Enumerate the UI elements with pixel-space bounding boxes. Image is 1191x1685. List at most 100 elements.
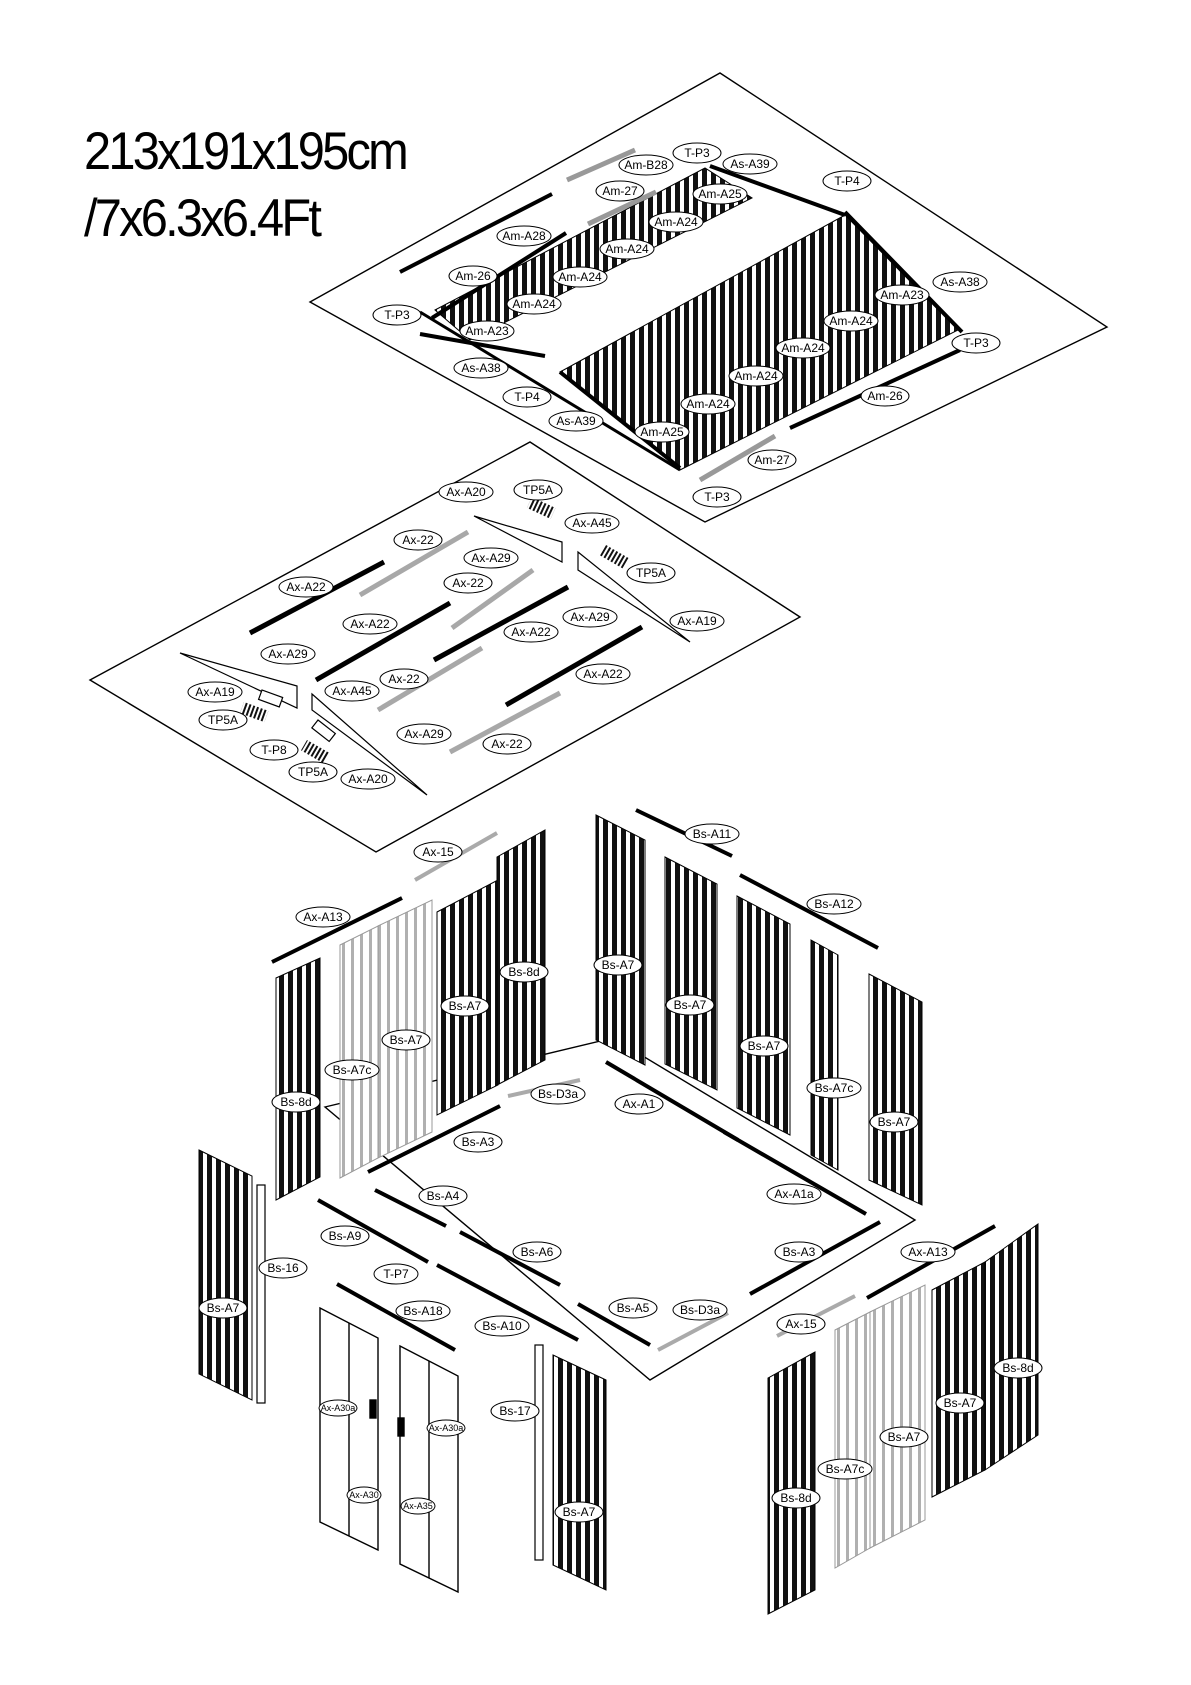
label-bubble: Ax-A29 — [396, 723, 452, 745]
svg-text:Am-A23: Am-A23 — [465, 324, 509, 338]
label-bubble: TP5A — [198, 709, 248, 731]
label-bubble: Am-A28 — [496, 225, 552, 247]
label-bubble: Am-A24 — [506, 293, 562, 315]
svg-text:Bs-A7: Bs-A7 — [674, 998, 707, 1012]
svg-text:Bs-A9: Bs-A9 — [329, 1229, 362, 1243]
svg-text:Bs-A3: Bs-A3 — [783, 1245, 816, 1259]
svg-text:Ax-A22: Ax-A22 — [350, 617, 390, 631]
svg-text:Bs-D3a: Bs-D3a — [538, 1087, 578, 1101]
label-bubble: Ax-A45 — [564, 512, 620, 534]
label-bubble: TP5A — [513, 479, 563, 501]
label-bubble: Bs-D3a — [530, 1083, 586, 1105]
label-bubble: Ax-A13 — [295, 906, 351, 928]
svg-text:Ax-A13: Ax-A13 — [303, 910, 343, 924]
svg-text:Ax-A1a: Ax-A1a — [774, 1187, 814, 1201]
svg-text:Am-A24: Am-A24 — [781, 341, 825, 355]
label-bubble: Ax-22 — [443, 572, 493, 594]
label-bubble: Ax-A22 — [503, 621, 559, 643]
frame-board-outline — [88, 441, 802, 853]
svg-text:Ax-A45: Ax-A45 — [332, 684, 372, 698]
label-bubble: Bs-A7 — [665, 994, 715, 1016]
label-bubble: Ax-A22 — [575, 663, 631, 685]
svg-text:Bs-D3a: Bs-D3a — [680, 1303, 720, 1317]
svg-text:Bs-A7: Bs-A7 — [390, 1033, 423, 1047]
walls-section: Bs-A11 Ax-15 Bs-A12 Ax-A13 Bs-8d Bs-A7 B… — [198, 808, 1043, 1615]
roof-trims-grey — [565, 147, 777, 483]
label-bubble: Am-A24 — [775, 337, 831, 359]
svg-text:Am-A28: Am-A28 — [502, 229, 546, 243]
label-bubble: Bs-A7 — [739, 1035, 789, 1057]
svg-text:Ax-A45: Ax-A45 — [572, 516, 612, 530]
label-bubble: Ax-A13 — [900, 1241, 956, 1263]
frame-beams — [248, 559, 644, 708]
svg-text:T-P8: T-P8 — [261, 743, 287, 757]
svg-text:Bs-A11: Bs-A11 — [693, 827, 732, 841]
label-bubble: Am-A23 — [874, 284, 930, 306]
svg-text:Ax-15: Ax-15 — [785, 1317, 817, 1331]
label-bubble: Ax-22 — [393, 529, 443, 551]
label-bubble: Am-A24 — [648, 211, 704, 233]
roof-section: Am-B28 T-P3 As-A39 Am-27 Am-A25 T-P4 Am-… — [308, 72, 1109, 523]
svg-text:Am-A24: Am-A24 — [512, 297, 556, 311]
label-bubble: T-P4 — [822, 170, 872, 192]
label-bubble: Bs-A6 — [512, 1241, 562, 1263]
label-bubble: Bs-A12 — [806, 893, 862, 915]
label-bubble: Ax-A22 — [278, 576, 334, 598]
svg-text:Ax-22: Ax-22 — [491, 737, 523, 751]
svg-text:Bs-A7: Bs-A7 — [449, 999, 482, 1013]
label-bubble: T-P4 — [502, 386, 552, 408]
label-bubble: Bs-A7 — [879, 1426, 929, 1448]
frame-labels: Ax-A20 TP5A Ax-A45 Ax-22 Ax-A29 TP5A Ax-… — [187, 479, 725, 790]
svg-text:Ax-A19: Ax-A19 — [195, 685, 235, 699]
svg-text:Am-A25: Am-A25 — [640, 425, 684, 439]
svg-text:Am-B28: Am-B28 — [624, 158, 668, 172]
roof-labels: Am-B28 T-P3 As-A39 Am-27 Am-A25 T-P4 Am-… — [372, 142, 1001, 508]
label-bubble: Bs-A3 — [774, 1241, 824, 1263]
svg-text:Ax-A20: Ax-A20 — [446, 485, 486, 499]
label-bubble: T-P7 — [373, 1263, 419, 1285]
svg-text:Bs-A3: Bs-A3 — [462, 1135, 495, 1149]
svg-text:Ax-A29: Ax-A29 — [404, 727, 444, 741]
label-bubble: Bs-A9 — [320, 1225, 370, 1247]
label-bubble: Bs-A7 — [554, 1501, 604, 1523]
svg-text:TP5A: TP5A — [523, 483, 553, 497]
svg-text:Bs-A7: Bs-A7 — [878, 1115, 911, 1129]
label-bubble: Ax-A30a — [426, 1419, 466, 1437]
label-bubble: Am-A24 — [680, 393, 736, 415]
label-bubble: Bs-A7 — [869, 1111, 919, 1133]
svg-text:Am-27: Am-27 — [754, 453, 790, 467]
corner-posts — [256, 1184, 544, 1561]
vent-panels — [239, 497, 629, 764]
roof-board-outline — [308, 72, 1109, 523]
label-bubble: Bs-A18 — [395, 1300, 451, 1322]
label-bubble: Ax-A1 — [614, 1093, 664, 1115]
frame-section: Ax-A20 TP5A Ax-A45 Ax-22 Ax-A29 TP5A Ax-… — [88, 441, 802, 853]
svg-text:Ax-22: Ax-22 — [388, 672, 420, 686]
label-bubble: Bs-8d — [271, 1091, 321, 1113]
svg-text:Bs-A7c: Bs-A7c — [826, 1462, 865, 1476]
svg-text:Bs-A7: Bs-A7 — [888, 1430, 921, 1444]
svg-text:As-A39: As-A39 — [730, 157, 770, 171]
label-bubble: Am-A24 — [599, 238, 655, 260]
svg-text:Bs-8d: Bs-8d — [508, 965, 539, 979]
label-bubble: Am-27 — [595, 180, 645, 202]
svg-text:Ax-A13: Ax-A13 — [908, 1245, 948, 1259]
label-bubble: Ax-A20 — [340, 768, 396, 790]
label-bubble: Bs-A4 — [418, 1185, 468, 1207]
label-bubble: Bs-A5 — [608, 1297, 658, 1319]
label-bubble: Bs-8d — [499, 961, 549, 983]
svg-text:Am-A24: Am-A24 — [654, 215, 698, 229]
label-bubble: T-P3 — [692, 486, 742, 508]
svg-text:T-P3: T-P3 — [684, 146, 710, 160]
label-bubble: Am-27 — [747, 449, 797, 471]
label-bubble: Bs-16 — [258, 1257, 308, 1279]
dimensions-title: 213x191x195cm /7x6.3x6.4Ft — [84, 118, 434, 252]
svg-text:Bs-17: Bs-17 — [499, 1404, 531, 1418]
label-bubble: Bs-A7c — [324, 1059, 380, 1081]
label-bubble: Ax-A1a — [766, 1183, 822, 1205]
label-bubble: T-P3 — [672, 142, 722, 164]
svg-text:Bs-8d: Bs-8d — [1002, 1361, 1033, 1375]
frame-beams-grey — [358, 529, 562, 755]
svg-text:As-A38: As-A38 — [461, 361, 501, 375]
svg-text:Ax-A19: Ax-A19 — [677, 614, 717, 628]
